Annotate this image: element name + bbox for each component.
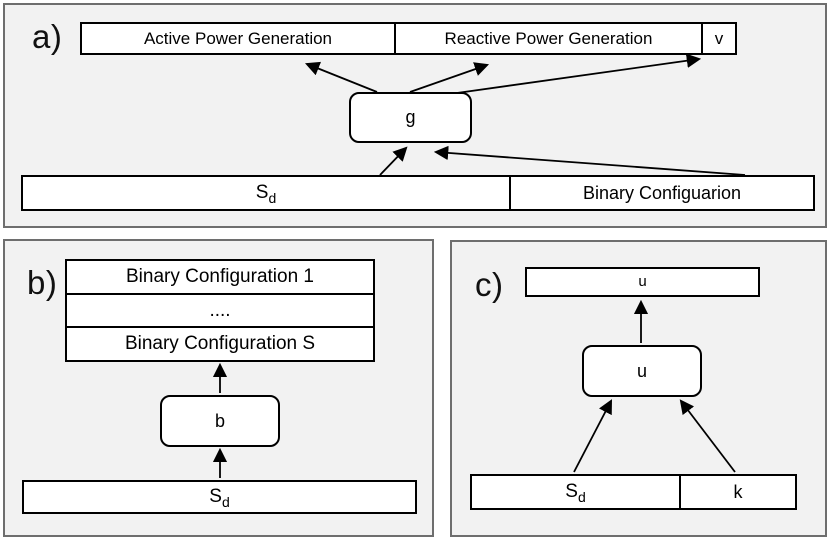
v-box: v [701,24,735,53]
g-node: g [349,92,472,143]
binary-configuration-s-box: Binary Configuration S [67,326,373,360]
reactive-power-generation-box: Reactive Power Generation [394,24,701,53]
sd-label-c: Sd [565,481,586,505]
panel-c: c) u u Sd k [450,240,827,537]
panel-b-label: b) [27,264,58,301]
binary-configuration-1-box: Binary Configuration 1 [126,265,314,287]
binary-configuration-box-a: Binary Configuarion [509,177,813,209]
sd-box-a: Sd [23,177,509,209]
panel-b: b) Binary Configuration 1 .... Binary Co… [3,239,434,537]
u-output-box: u [525,267,760,297]
sd-label-a: Sd [255,182,277,206]
panel-c-label: c) [475,266,504,303]
panel-a-input-row: Sd Binary Configuarion [21,175,815,211]
b-node: b [160,395,280,447]
panel-a-output-row: Active Power Generation Reactive Power G… [80,22,737,55]
panel-a-label: a) [32,18,63,55]
k-box: k [679,476,795,508]
sd-box-c: Sd [472,476,679,508]
binary-configuration-stack: Binary Configuration 1 .... Binary Confi… [65,259,375,362]
u-node: u [582,345,702,397]
panel-c-input-row: Sd k [470,474,797,510]
active-power-generation-box: Active Power Generation [143,28,333,48]
panel-a: a) Active Power Generation Reactive Powe… [3,3,827,228]
binary-configuration-ellipsis-box: .... [67,292,373,327]
u-output-label: u [637,273,647,291]
sd-box-b: Sd [22,480,417,514]
sd-label-b: Sd [209,486,230,510]
